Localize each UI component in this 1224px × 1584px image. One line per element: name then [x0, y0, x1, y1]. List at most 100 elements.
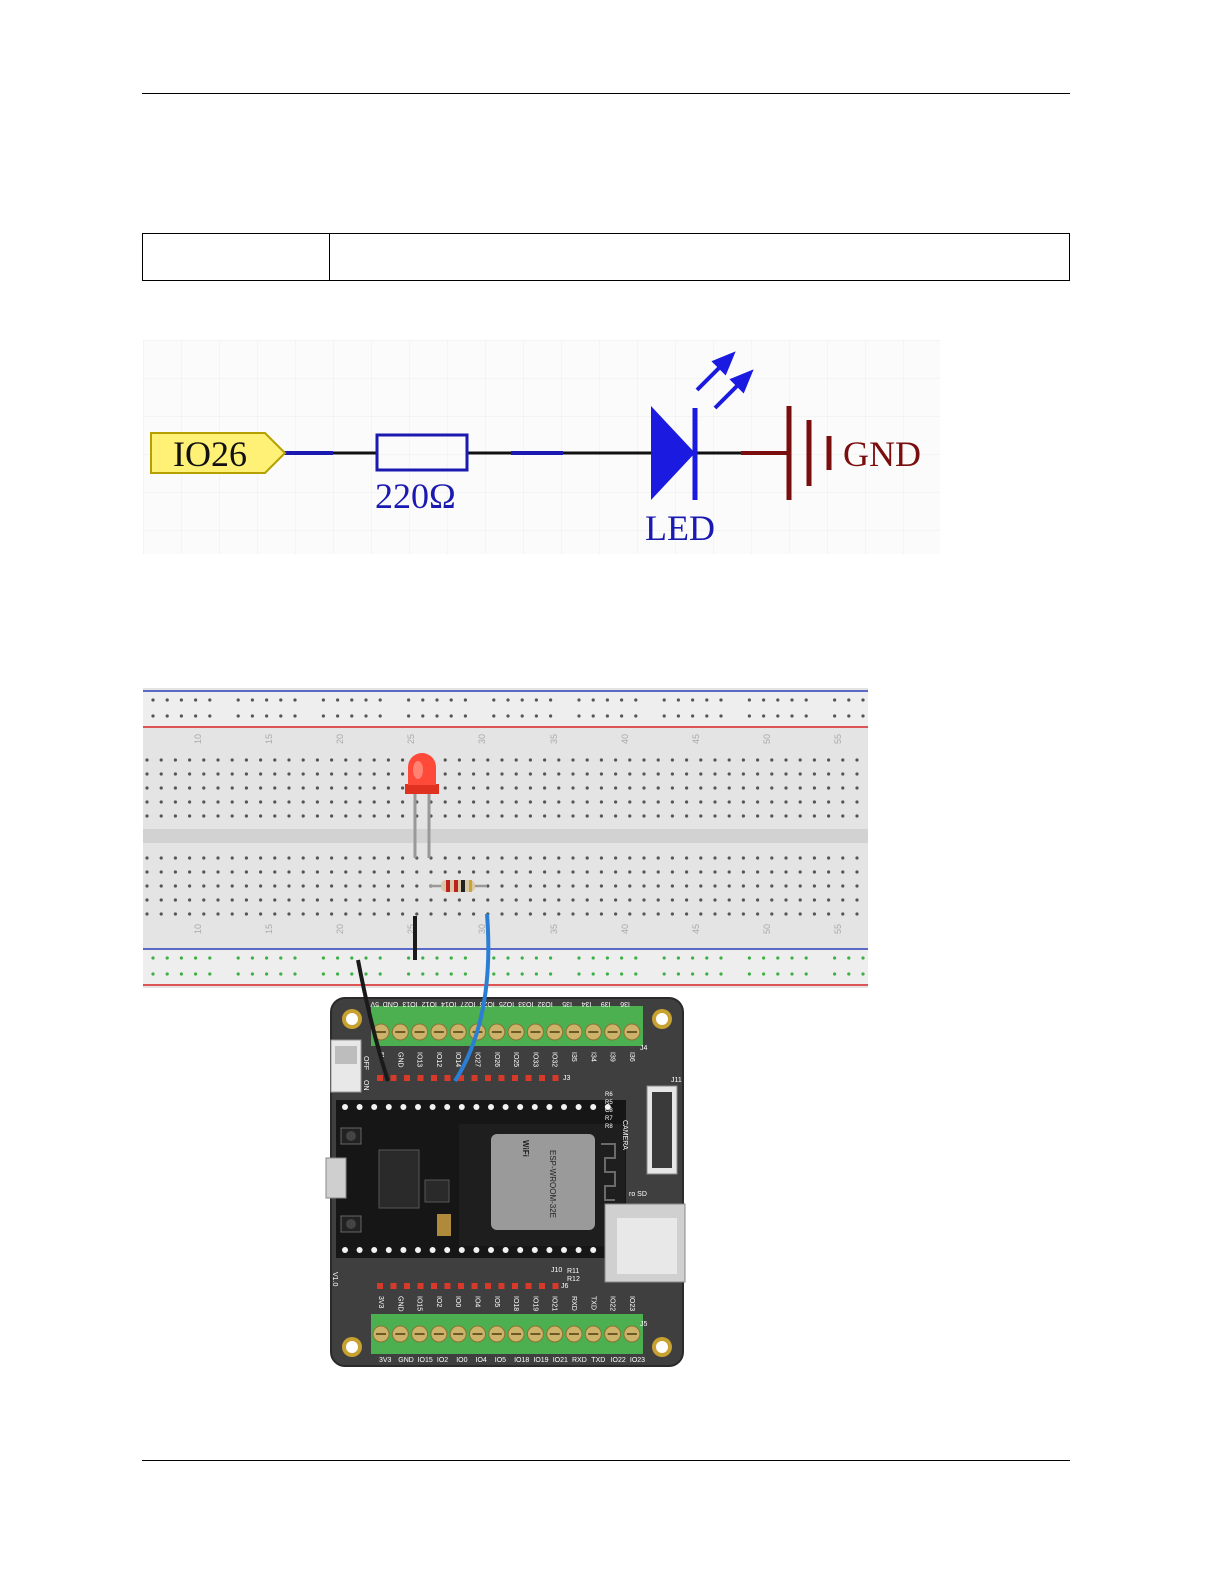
breadboard-hole [514, 800, 518, 804]
breadboard-hole [741, 912, 746, 916]
breadboard-hole [855, 772, 859, 776]
breadboard-hole [762, 972, 766, 976]
breadboard-hole [364, 972, 368, 976]
breadboard-hole [151, 956, 155, 960]
breadboard-hole [372, 814, 376, 818]
breadboard-hole [350, 956, 354, 960]
breadboard-hole [344, 758, 348, 762]
breadboard-hole [492, 698, 496, 702]
breadboard-hole [236, 956, 240, 960]
breadboard-hole [216, 772, 220, 776]
breadboard-hole [486, 898, 490, 902]
column-number: 10 [193, 734, 203, 744]
breadboard-hole [358, 856, 362, 860]
breadboard-hole [585, 786, 589, 790]
breadboard-hole [173, 772, 177, 776]
breadboard-hole [599, 800, 603, 804]
devkit-pin [429, 1247, 436, 1253]
breadboard-hole [194, 698, 198, 702]
breadboard-hole [855, 758, 859, 762]
breadboard-hole [585, 884, 589, 888]
breadboard-hole [279, 956, 283, 960]
pin-label: I34 [589, 1052, 596, 1062]
power-switch[interactable]: OFF ON [330, 1039, 369, 1093]
breadboard-hole [443, 898, 447, 902]
devkit-pin [488, 1247, 494, 1253]
svg-text:J4: J4 [640, 1045, 648, 1052]
breadboard-hole [798, 884, 802, 888]
breadboard-hole [520, 972, 524, 976]
header-pin [390, 1075, 397, 1081]
breadboard-hole [443, 758, 447, 762]
breadboard-hole [727, 772, 731, 776]
header-pin [417, 1283, 424, 1289]
breadboard-hole [798, 856, 802, 860]
breadboard-hole [500, 786, 504, 790]
breadboard-hole [685, 772, 689, 776]
svg-text:V1.0: V1.0 [331, 1272, 338, 1287]
breadboard-hole [358, 786, 362, 790]
breadboard-hole [301, 912, 305, 916]
mounting-holes [342, 1009, 672, 1357]
breadboard-hole [315, 772, 319, 776]
breadboard-hole [727, 870, 731, 874]
breadboard-hole [812, 814, 817, 818]
breadboard-hole [642, 870, 646, 874]
breadboard-hole [847, 698, 851, 702]
breadboard-hole [344, 786, 348, 790]
pin-label: IO18 [514, 1357, 529, 1364]
breadboard-hole [344, 800, 348, 804]
breadboard-hole [372, 898, 376, 902]
breadboard-hole [784, 772, 788, 776]
breadboard-hole [194, 956, 198, 960]
breadboard-hole [159, 814, 163, 818]
devkit-pin [415, 1247, 421, 1253]
header-pin [377, 1283, 383, 1289]
breadboard-hole [208, 956, 212, 960]
breadboard-hole [784, 912, 788, 916]
pin-label: IO23 [628, 1296, 635, 1311]
breadboard-hole [250, 714, 254, 718]
breadboard-hole [833, 972, 837, 976]
breadboard-hole [344, 814, 348, 818]
breadboard-hole [790, 714, 794, 718]
breadboard-hole [557, 912, 561, 916]
breadboard-hole [514, 884, 518, 888]
breadboard-hole [798, 786, 802, 790]
breadboard-hole [614, 758, 618, 762]
breadboard-hole [321, 698, 325, 702]
breadboard-hole [827, 772, 831, 776]
breadboard-hole [401, 898, 405, 902]
breadboard-hole [463, 956, 467, 960]
breadboard-hole [449, 698, 453, 702]
header-pin [539, 1283, 545, 1289]
pin-label: IO5 [495, 1357, 506, 1364]
breadboard-hole [599, 856, 603, 860]
column-number: 30 [477, 734, 487, 744]
header-pin [485, 1283, 491, 1289]
breadboard-hole [202, 884, 206, 888]
breadboard-hole [670, 814, 675, 818]
pin-label: 5V [370, 1000, 379, 1007]
breadboard-hole [656, 758, 660, 762]
breadboard-hole [784, 884, 788, 888]
breadboard-hole [216, 758, 220, 762]
breadboard-hole [585, 898, 589, 902]
breadboard-hole [591, 714, 595, 718]
devkit-pin [488, 1104, 494, 1110]
breadboard-hole [208, 714, 212, 718]
breadboard-hole [827, 870, 831, 874]
breadboard-hole [614, 772, 618, 776]
breadboard-hole [670, 898, 675, 902]
breadboard-hole [656, 912, 660, 916]
breadboard-hole [273, 800, 277, 804]
breadboard-hole [259, 898, 263, 902]
column-number: 45 [691, 734, 701, 744]
breadboard-hole [216, 912, 220, 916]
breadboard-hole [634, 714, 638, 718]
pin-label: IO26 [480, 1000, 495, 1007]
breadboard-hole [145, 786, 149, 790]
breadboard-hole [486, 786, 490, 790]
devkit-pin [604, 1104, 611, 1110]
breadboard-hole [776, 698, 780, 702]
